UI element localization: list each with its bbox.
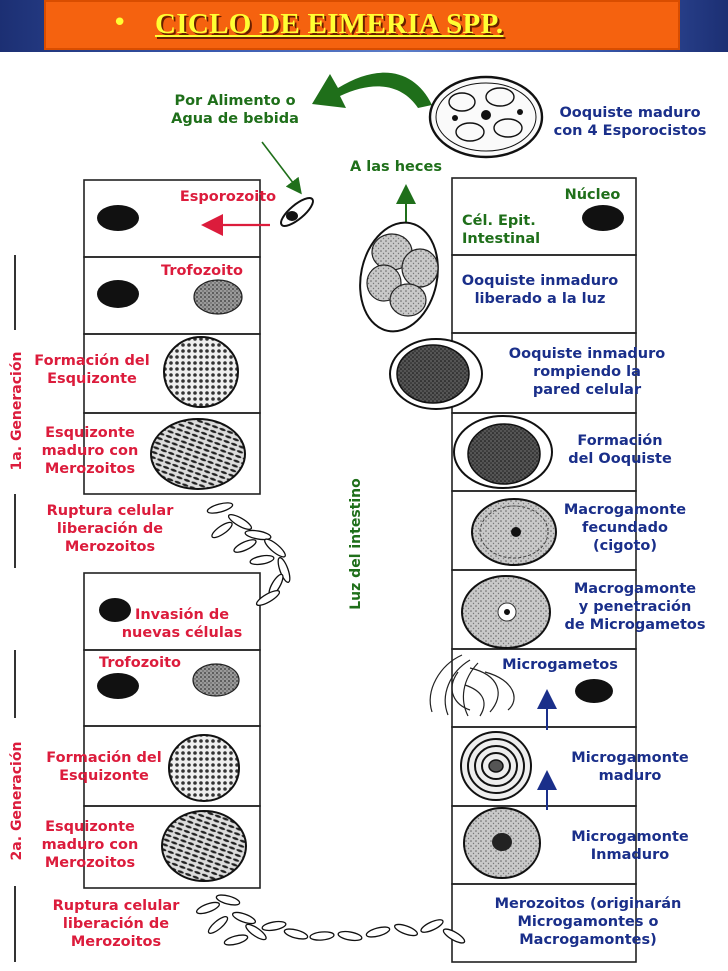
oocyst-formation bbox=[453, 415, 553, 489]
label-nucleo: Núcleo bbox=[564, 187, 621, 203]
left-cell-column bbox=[83, 179, 261, 889]
title-bullet: • bbox=[112, 8, 128, 38]
macrogamont-penetration bbox=[461, 575, 551, 649]
merozoites-1a bbox=[206, 502, 291, 607]
label-trofozoito-2: Trofozoito bbox=[99, 655, 181, 671]
label-luz-intestino: Luz del intestino bbox=[348, 478, 364, 610]
label-1a-generacion: 1a. Generación bbox=[9, 351, 25, 471]
fertilized-macrogamont bbox=[471, 498, 557, 566]
label-cel-epit: Cél. Epit.Intestinal bbox=[462, 213, 541, 247]
schizont-mature-2a bbox=[161, 810, 247, 882]
trophozoite-2 bbox=[192, 663, 240, 697]
schizont-mature-1a bbox=[150, 418, 246, 490]
trophozoite-1 bbox=[193, 279, 243, 315]
right-nuclei bbox=[575, 205, 624, 703]
mature-oocyst bbox=[428, 75, 544, 159]
label-trofozoito-1: Trofozoito bbox=[161, 263, 243, 279]
label-microgametos: Microgametos bbox=[502, 657, 618, 673]
sporozoite-shape bbox=[280, 197, 314, 227]
immature-microgamont bbox=[463, 807, 541, 879]
ingestion-arrow bbox=[261, 141, 302, 195]
page-title: CICLO DE EIMERIA SPP. bbox=[155, 8, 504, 40]
schizont-forming-1a bbox=[163, 336, 239, 408]
microgametes-swarm bbox=[429, 654, 515, 717]
label-a-las-heces: A las heces bbox=[350, 159, 442, 175]
label-esporozoito: Esporozoito bbox=[179, 189, 277, 205]
oocyst-breaking-wall bbox=[389, 338, 483, 410]
merozoites-2a bbox=[195, 894, 466, 946]
left-nuclei bbox=[97, 205, 139, 699]
mature-microgamont bbox=[460, 731, 532, 801]
schizont-forming-2a bbox=[168, 734, 240, 802]
label-2a-generacion: 2a. Generación bbox=[9, 741, 25, 861]
cycle-return-arrow bbox=[312, 72, 432, 108]
immature-oocyst-released bbox=[359, 221, 439, 333]
title-box bbox=[44, 0, 680, 50]
right-cell-column bbox=[451, 177, 637, 963]
